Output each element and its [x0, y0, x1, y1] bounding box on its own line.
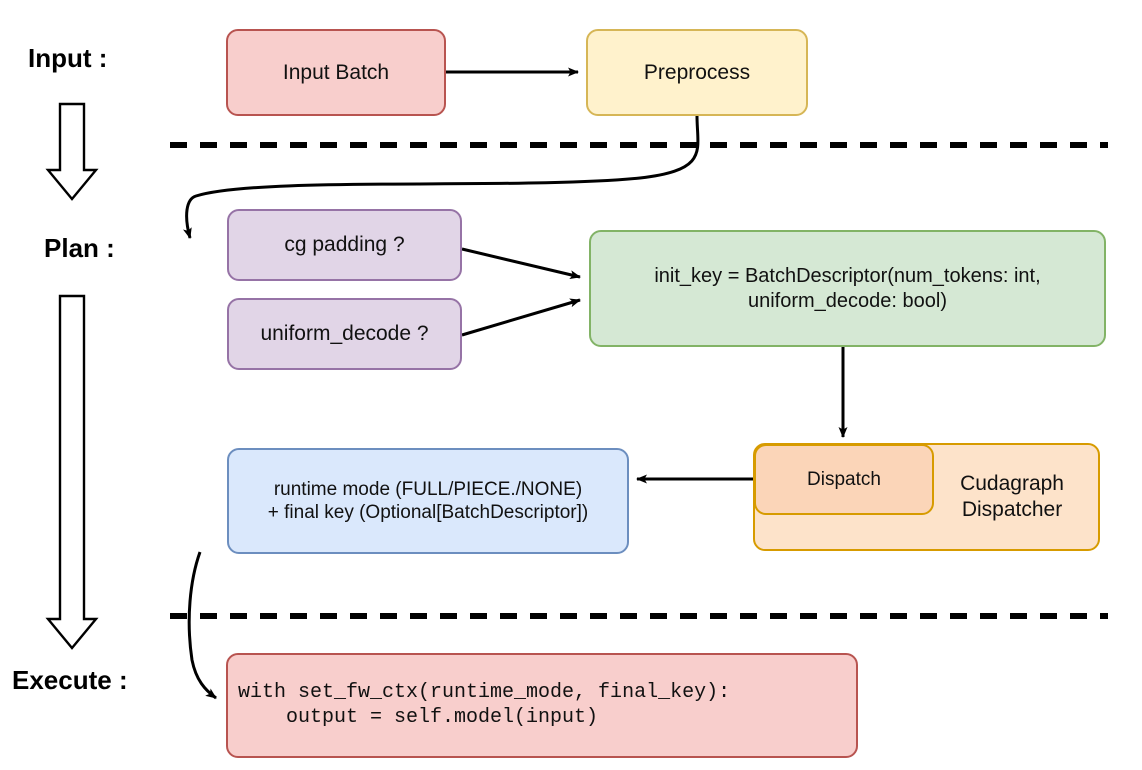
stage-label-plan: Plan :	[44, 233, 115, 263]
node-preprocess[interactable]: Preprocess	[586, 29, 808, 116]
connector-runtime-mode-to-execute-code	[187, 551, 217, 700]
node-input-batch-label: Input Batch	[282, 60, 390, 84]
node-execute-code-label: with set_fw_ctx(runtime_mode, final_key)…	[238, 681, 731, 729]
node-uniform-decode-label: uniform_decode ?	[260, 322, 429, 346]
node-dispatch-label: Dispatch	[807, 468, 881, 490]
node-execute-code[interactable]: with set_fw_ctx(runtime_mode, final_key)…	[226, 653, 858, 758]
node-cg-padding[interactable]: cg padding ?	[227, 209, 462, 281]
node-cudagraph-dispatcher-label: Cudagraph Dispatcher	[960, 472, 1064, 521]
node-uniform-decode[interactable]: uniform_decode ?	[227, 298, 462, 370]
node-preprocess-label: Preprocess	[643, 60, 751, 84]
stage-label-input: Input :	[28, 43, 108, 73]
node-init-key[interactable]: init_key = BatchDescriptor(num_tokens: i…	[589, 230, 1106, 347]
connector-uniform-decode-to-init-key	[461, 298, 581, 337]
stage-label-execute: Execute :	[12, 665, 128, 695]
node-runtime-mode-label: runtime mode (FULL/PIECE./NONE) + final …	[267, 478, 589, 523]
node-runtime-mode[interactable]: runtime mode (FULL/PIECE./NONE) + final …	[227, 448, 629, 554]
connector-cg-padding-to-init-key	[461, 247, 581, 280]
node-cg-padding-label: cg padding ?	[284, 233, 405, 257]
stage-arrow-plan-execute	[45, 294, 99, 650]
connector-preprocess-to-cg-padding	[183, 115, 700, 239]
node-dispatch[interactable]: Dispatch	[754, 444, 934, 515]
stage-arrow-input-plan	[45, 102, 99, 201]
node-init-key-label: init_key = BatchDescriptor(num_tokens: i…	[654, 265, 1041, 312]
node-input-batch[interactable]: Input Batch	[226, 29, 446, 116]
